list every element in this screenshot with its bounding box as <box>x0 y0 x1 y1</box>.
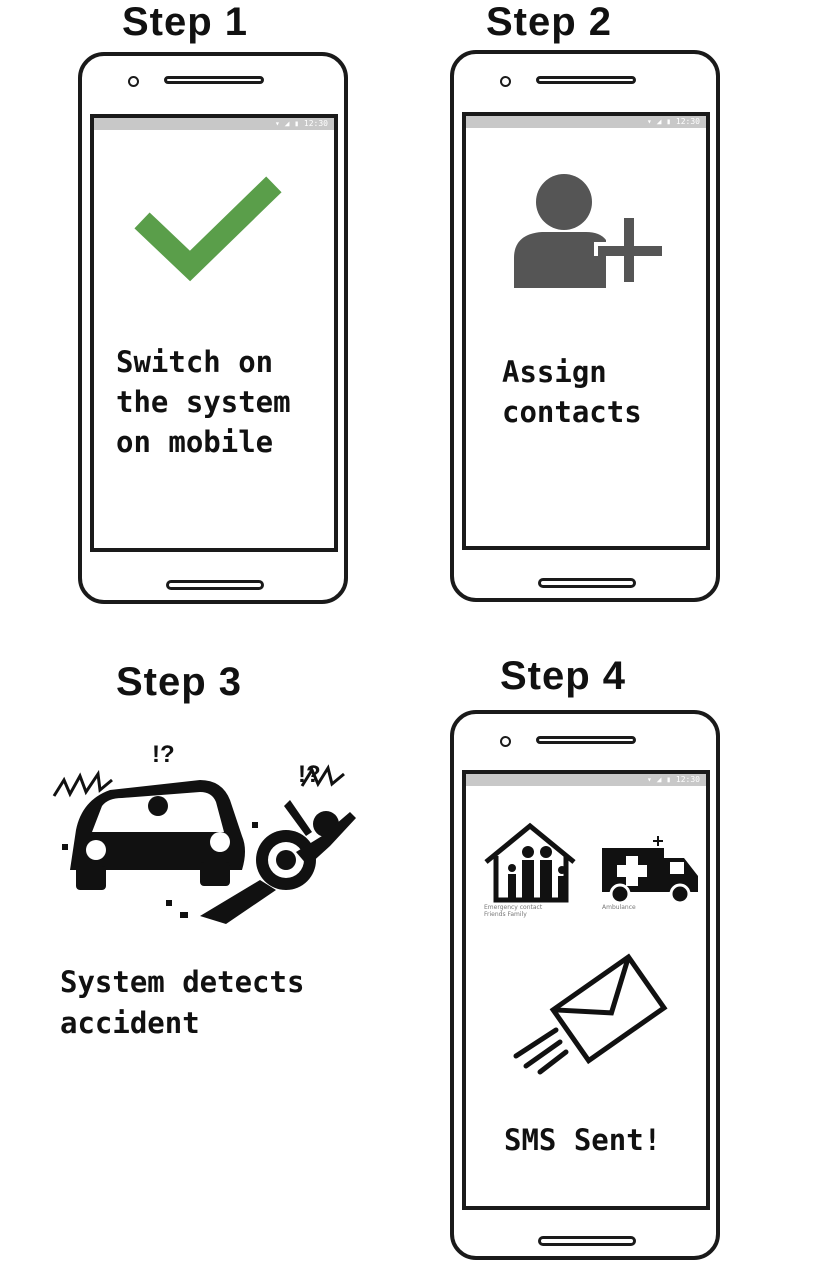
status-bar: ▾ ◢ ▮ 12:30 <box>466 116 706 128</box>
phone-screen: ▾ ◢ ▮ 12:30 Switch on the system on mobi… <box>90 114 338 552</box>
status-bar: ▾ ◢ ▮ 12:30 <box>466 774 706 786</box>
svg-text:!?: !? <box>152 741 175 768</box>
phone-step-2: ▾ ◢ ▮ 12:30 Assign contacts <box>450 50 720 602</box>
status-icons: ▾ ◢ ▮ 12:30 <box>647 117 700 126</box>
front-camera <box>500 76 511 87</box>
family-home-icon <box>484 822 576 903</box>
home-button <box>538 1236 636 1246</box>
step-1-description: Switch on the system on mobile <box>116 345 291 459</box>
phone-screen: ▾ ◢ ▮ 12:30 Assign contacts <box>462 112 710 550</box>
front-camera <box>500 736 511 747</box>
status-icons: ▾ ◢ ▮ 12:30 <box>275 119 328 128</box>
step-1-title: Step 1 <box>122 0 249 44</box>
step-3-title: Step 3 <box>116 660 243 704</box>
accident-illustration: !? !? <box>52 741 356 924</box>
step-2-title: Step 2 <box>486 0 613 44</box>
step-4-description: SMS Sent! <box>504 1123 662 1157</box>
phone-step-4: ▾ ◢ ▮ 12:30 Emergency contact Friends Fa… <box>450 710 720 1260</box>
phone-screen: ▾ ◢ ▮ 12:30 Emergency contact Friends Fa… <box>462 770 710 1210</box>
front-camera <box>128 76 139 87</box>
step-4-title: Step 4 <box>500 654 627 698</box>
home-button <box>166 580 264 590</box>
family-label: Emergency contact Friends Family <box>484 904 543 918</box>
speaker-grille <box>536 76 636 84</box>
home-button <box>538 578 636 588</box>
status-icons: ▾ ◢ ▮ 12:30 <box>647 775 700 784</box>
add-contact-icon <box>514 174 664 288</box>
status-bar: ▾ ◢ ▮ 12:30 <box>94 118 334 130</box>
step-3-description: System detects accident <box>60 965 305 1040</box>
step-2-description: Assign contacts <box>502 355 642 429</box>
ambulance-label: Ambulance <box>602 904 636 911</box>
speaker-grille <box>164 76 264 84</box>
envelope-icon <box>513 953 668 1075</box>
phone-step-1: ▾ ◢ ▮ 12:30 Switch on the system on mobi… <box>78 52 348 604</box>
speaker-grille <box>536 736 636 744</box>
ambulance-icon <box>602 836 698 905</box>
checkmark-icon <box>134 176 282 282</box>
